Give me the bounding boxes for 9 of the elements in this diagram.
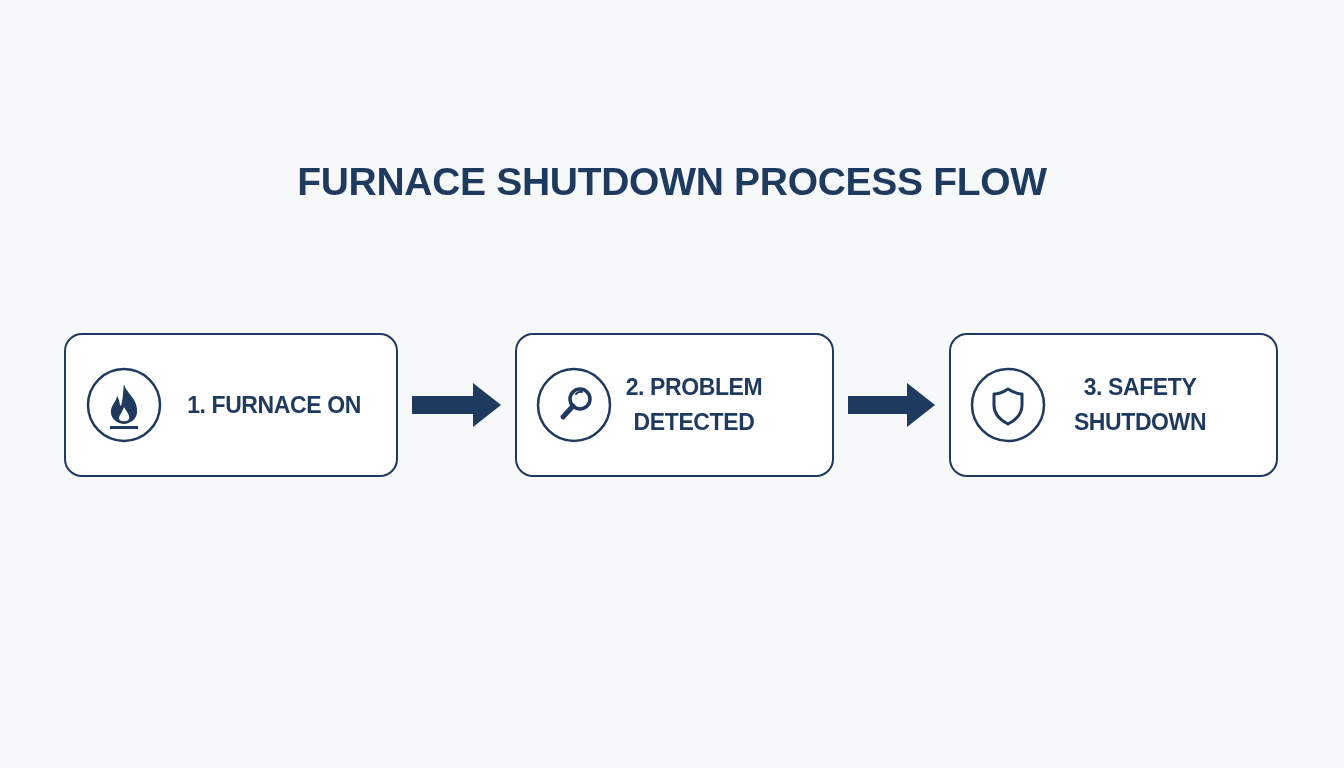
step-label: 3. SAFETY SHUTDOWN xyxy=(1072,373,1208,437)
process-box xyxy=(949,333,1278,477)
process-box xyxy=(64,333,398,477)
diagram-title: FURNACE SHUTDOWN PROCESS FLOW xyxy=(296,159,1048,205)
step-label: 2. PROBLEM DETECTED xyxy=(624,373,764,437)
step-label: 1. FURNACE ON xyxy=(186,390,362,420)
arrow xyxy=(848,383,935,427)
process-box xyxy=(515,333,834,477)
arrow xyxy=(412,383,501,427)
